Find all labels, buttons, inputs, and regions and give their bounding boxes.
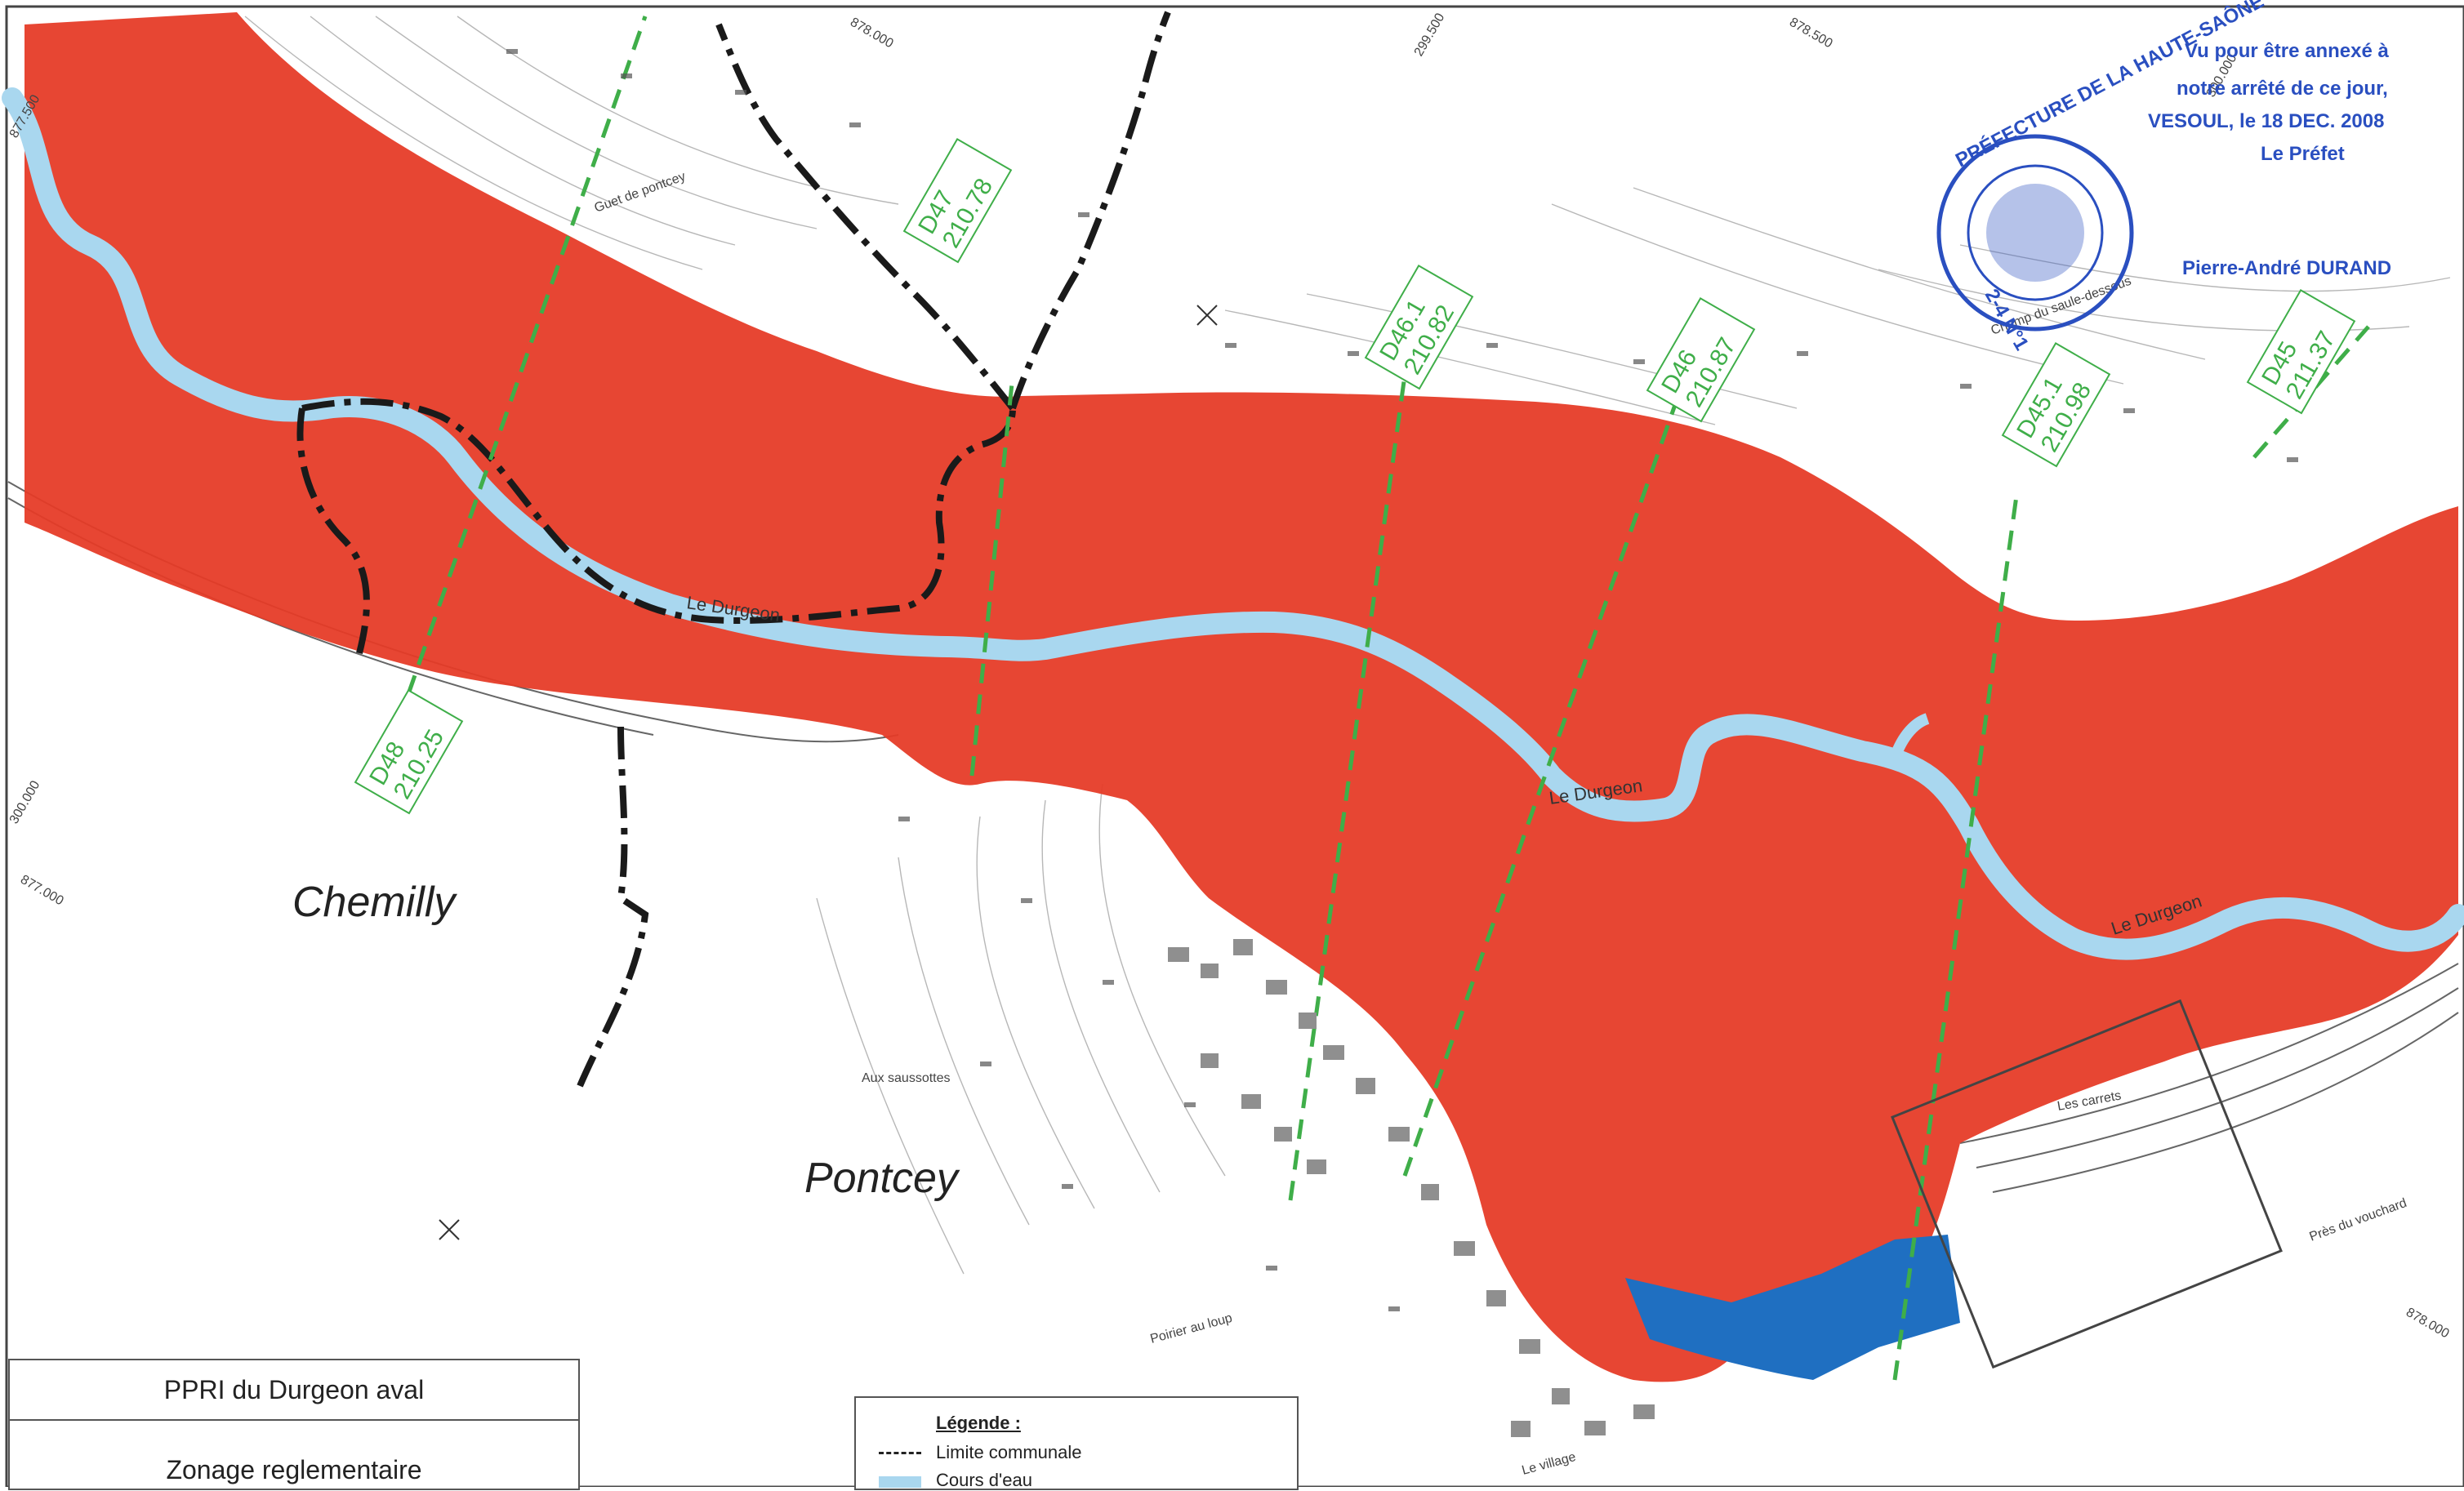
- locality-label: Aux saussottes: [862, 1071, 951, 1085]
- blue-flood-zone: [1625, 1235, 1960, 1380]
- legend-swatch-boundary: [879, 1452, 921, 1454]
- stamp-line-1: Vu pour être annexé à: [2185, 40, 2390, 62]
- title-separator: [10, 1419, 578, 1421]
- stamp-line-2: notre arrêté de ce jour,: [2177, 78, 2388, 100]
- stamp-line-4: Le Préfet: [2261, 143, 2345, 165]
- title-block: PPRI du Durgeon aval Zonage reglementair…: [8, 1359, 580, 1490]
- legend-item-river: Cours d'eau: [936, 1470, 1032, 1490]
- grid-crosses: [439, 305, 1218, 1240]
- legend-header: Légende :: [936, 1413, 1021, 1433]
- legend-item-boundary: Limite communale: [936, 1442, 1082, 1462]
- map-title: PPRI du Durgeon aval: [163, 1375, 425, 1404]
- place-label-pontcey: Pontcey: [804, 1155, 960, 1202]
- enclosure-outline: [1891, 999, 2283, 1369]
- river-durgeon: [2, 87, 2464, 960]
- river-tributary: [1889, 713, 1930, 760]
- map-subtitle: Zonage reglementaire: [166, 1455, 422, 1484]
- legend-box: Légende : Limite communale Cours d'eau: [854, 1396, 1299, 1490]
- communal-boundary: [296, 11, 1171, 1088]
- legend-swatch-river: [879, 1476, 921, 1488]
- village-buildings: [1168, 939, 1655, 1437]
- place-label-chemilly: Chemilly: [292, 879, 457, 926]
- spot-elevations: [506, 49, 2298, 1311]
- signatory-name: Pierre-André DURAND: [2182, 257, 2391, 279]
- profile-lines: [406, 16, 2370, 1381]
- red-flood-zone: [25, 12, 2458, 1382]
- stamp-line-3: VESOUL, le 18 DEC. 2008: [2148, 110, 2384, 132]
